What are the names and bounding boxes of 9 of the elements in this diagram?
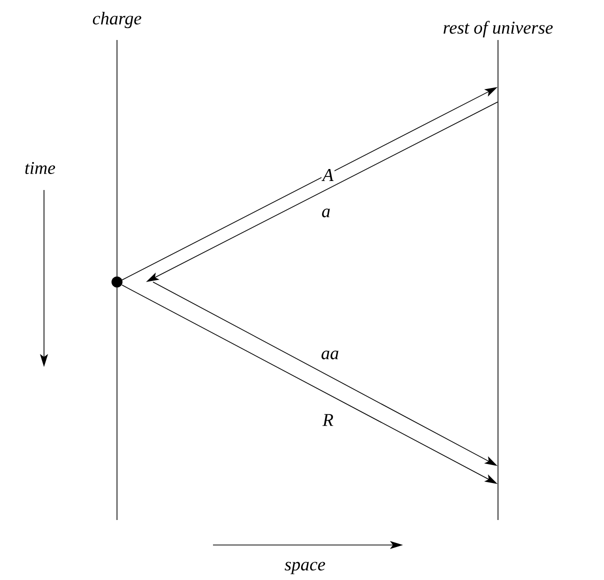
edge-label: R bbox=[322, 413, 334, 427]
axis-label: time bbox=[25, 162, 56, 174]
axis-label: charge bbox=[92, 12, 142, 28]
axis-label: space bbox=[284, 562, 326, 574]
worldline: rest of universe bbox=[444, 20, 553, 520]
edge-label: a bbox=[320, 208, 332, 218]
charge-dot bbox=[112, 276, 122, 288]
edge-label: aa bbox=[320, 350, 340, 360]
edge-label: A bbox=[322, 168, 334, 182]
